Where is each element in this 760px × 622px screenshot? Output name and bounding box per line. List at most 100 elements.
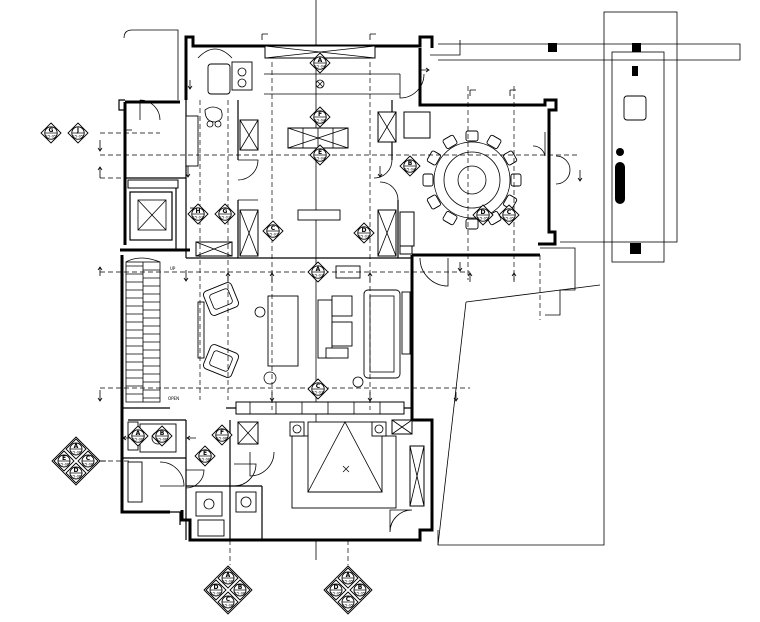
elevation-tag: E15-06 [194,445,216,467]
dining-chair [465,218,479,230]
dining-chair [426,150,441,166]
cluster-quad-letter: A [346,572,351,579]
elevation-tag: C15-03 [307,378,329,400]
cluster-quad-ref: 15-06 [59,463,70,467]
elevation-tag-ref: 15-03 [220,216,230,220]
elevation-tag: A15-06 [127,425,149,447]
elevation-tag-letter: C [507,209,512,216]
cluster-quad-ref: 15-06 [71,475,82,479]
elevation-tag-ref: 15-04 [315,157,326,161]
dining-chair [486,134,502,149]
cluster-quad-letter: C [86,455,91,462]
cluster-quad-ref: 15-05 [331,592,341,596]
dining-chair [426,194,441,210]
elevation-tag: G15-05 [40,122,62,144]
elevation-tag: J15-05 [67,122,89,144]
living-room [197,282,411,388]
upper-corridor [123,29,425,121]
elevation-tag: B15-06 [151,425,173,447]
cluster-quad-ref: 15-05 [343,604,353,608]
elevation-tag-ref: 15-04 [315,65,326,69]
elevation-tag: F15-06 [211,424,233,446]
cluster-quad-ref: 15-06 [223,604,234,608]
cluster-outline [323,565,373,615]
elevation-tag-ref: 15-05 [478,217,488,221]
elevation-tag: A15-03 [307,261,329,283]
elevation-tag-letter: J [76,127,79,134]
elevation-tag-letter: H [195,208,200,215]
elevation-tag: A15-04 [309,52,331,74]
dining-chair [510,173,522,187]
cluster-quad-letter: D [214,584,219,591]
bedroom [235,401,425,533]
elevation-tag: B15-04 [399,155,421,177]
elevation-tag-ref: 15-05 [73,135,83,139]
elevation-tag-letter: A [318,57,323,64]
elevation-tag: G15-03 [214,203,236,225]
dining-chair [422,173,434,187]
cluster-quad-letter: D [74,467,79,474]
elevation-tag-letter: F [220,429,224,436]
dining-chair [465,130,479,142]
dining-chair [442,134,458,149]
elevation-tag-ref: 15-04 [405,168,416,172]
cluster-quad-ref: 15-05 [343,580,353,584]
cluster-quad-letter: C [346,596,351,603]
elevation-tag-ref: 15-05 [504,217,514,221]
elevation-tag-letter: A [136,430,141,437]
dining-chair [503,150,518,166]
direction-arrows [97,33,583,462]
cluster-quad-letter: C [226,596,231,603]
cluster-quad-letter: A [74,443,79,450]
entry-hall [185,111,413,279]
cluster-quad-letter: A [226,572,231,579]
elevation-tag-letter: F [318,111,322,118]
note-up: UP [170,266,176,271]
note-open: OPEN [168,396,179,401]
elevation-tag-letter: E [318,149,322,156]
elevation-tag-ref: 15-06 [157,438,168,442]
elevation-tag-ref: 15-03 [359,235,369,239]
cluster-quad-letter: B [238,584,243,591]
elevation-tag: H15-03 [187,203,209,225]
cluster-quad-ref: 15-06 [235,592,246,596]
elevation-tag-ref: 15-03 [268,233,278,237]
elevation-tag-ref: 15-03 [193,216,203,220]
dining-chair [442,211,458,226]
elevation-tag-ref: 15-06 [217,437,228,441]
elevation-tag-letter: B [408,160,413,167]
elevation-tag-letter: G [49,127,54,134]
cluster-quad-letter: E [62,455,66,462]
elevation-tag-ref: 15-03 [313,274,323,278]
elevation-tag-ref: 15-06 [200,458,211,462]
elevation-tag: F15-04 [309,106,331,128]
cluster-quad-letter: B [358,584,363,591]
dining-room [399,111,571,287]
elevation-tag-ref: 15-06 [133,438,144,442]
elevation-tag: E15-04 [309,144,331,166]
elevation-tag-letter: E [203,450,207,457]
elevation-tag-clusters: A15-06C15-06D15-06E15-06A15-06B15-06C15-… [51,436,373,615]
cluster-quad-ref: 15-06 [83,463,94,467]
elevation-tag-letter: C [316,383,321,390]
cluster-outline [203,565,253,615]
cluster-outline [51,436,101,486]
plan-notes: OPEN UP [168,266,179,401]
elevation-tag: C15-05 [498,204,520,226]
elevation-tags: G15-05J15-05A15-04F15-04E15-04B15-04D15-… [40,52,520,467]
elevation-tag-letter: G [223,208,228,215]
elevation-tag-letter: D [481,209,486,216]
cluster-quad-letter: D [334,584,339,591]
elevation-tag: D15-05 [472,204,494,226]
elevator-room [129,106,223,241]
staircase [125,257,161,403]
grid-lines [100,62,580,565]
cluster-quad-ref: 15-06 [223,580,234,584]
elevation-tag-letter: C [271,225,276,232]
elevation-tag-letter: D [362,227,367,234]
elevation-tag-ref: 15-03 [313,391,323,395]
